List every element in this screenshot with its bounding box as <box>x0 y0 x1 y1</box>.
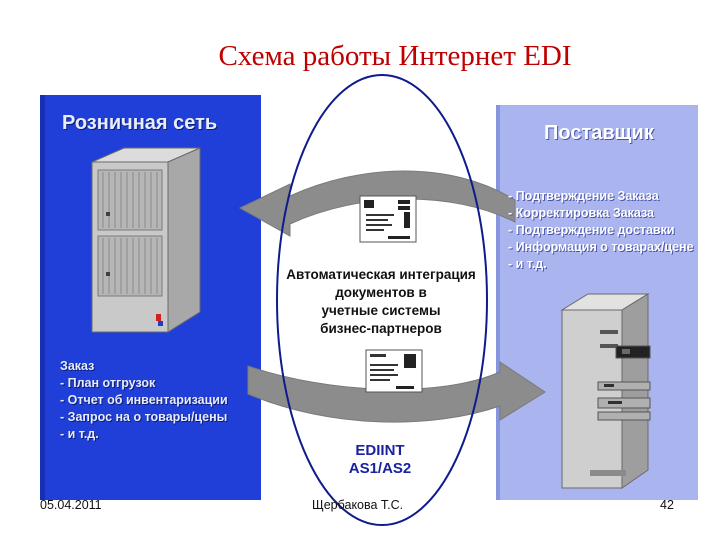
list-item: - Подтверждение доставки <box>508 222 694 239</box>
footer-date: 05.04.2011 <box>40 498 102 512</box>
document-icon-bottom <box>366 350 422 392</box>
document-icon-top <box>360 196 416 242</box>
caption-line: документов в <box>270 284 492 302</box>
protocol-label: EDIINT AS1/AS2 <box>330 442 430 478</box>
list-item: - Отчет об инвентаризации <box>60 392 228 409</box>
list-item: - и т.д. <box>508 256 694 273</box>
caption-line: бизнес-партнеров <box>270 320 492 338</box>
integration-caption: Автоматическая интеграция документов в у… <box>270 266 492 338</box>
list-item: - Корректировка Заказа <box>508 205 694 222</box>
footer-page-number: 42 <box>660 498 674 512</box>
protocol-line-1: EDIINT <box>330 442 430 460</box>
list-item: Заказ <box>60 358 228 375</box>
caption-line: Автоматическая интеграция <box>270 266 492 284</box>
retail-server-icon <box>92 148 200 332</box>
supplier-panel-title: Поставщик <box>544 122 654 145</box>
protocol-line-2: AS1/AS2 <box>330 460 430 478</box>
list-item: - Подтверждение Заказа <box>508 188 694 205</box>
list-item: - и т.д. <box>60 426 228 443</box>
list-item: - Запрос на о товары/цены <box>60 409 228 426</box>
supplier-document-list: - Подтверждение Заказа - Корректировка З… <box>508 188 694 273</box>
list-item: - План отгрузок <box>60 375 228 392</box>
supplier-server-icon <box>562 294 650 488</box>
caption-line: учетные системы <box>270 302 492 320</box>
retail-document-list: Заказ - План отгрузок - Отчет об инвента… <box>60 358 228 443</box>
footer-author: Щербакова Т.С. <box>312 498 403 512</box>
list-item: - Информация о товарах/цене <box>508 239 694 256</box>
retail-panel-title: Розничная сеть <box>62 112 217 135</box>
